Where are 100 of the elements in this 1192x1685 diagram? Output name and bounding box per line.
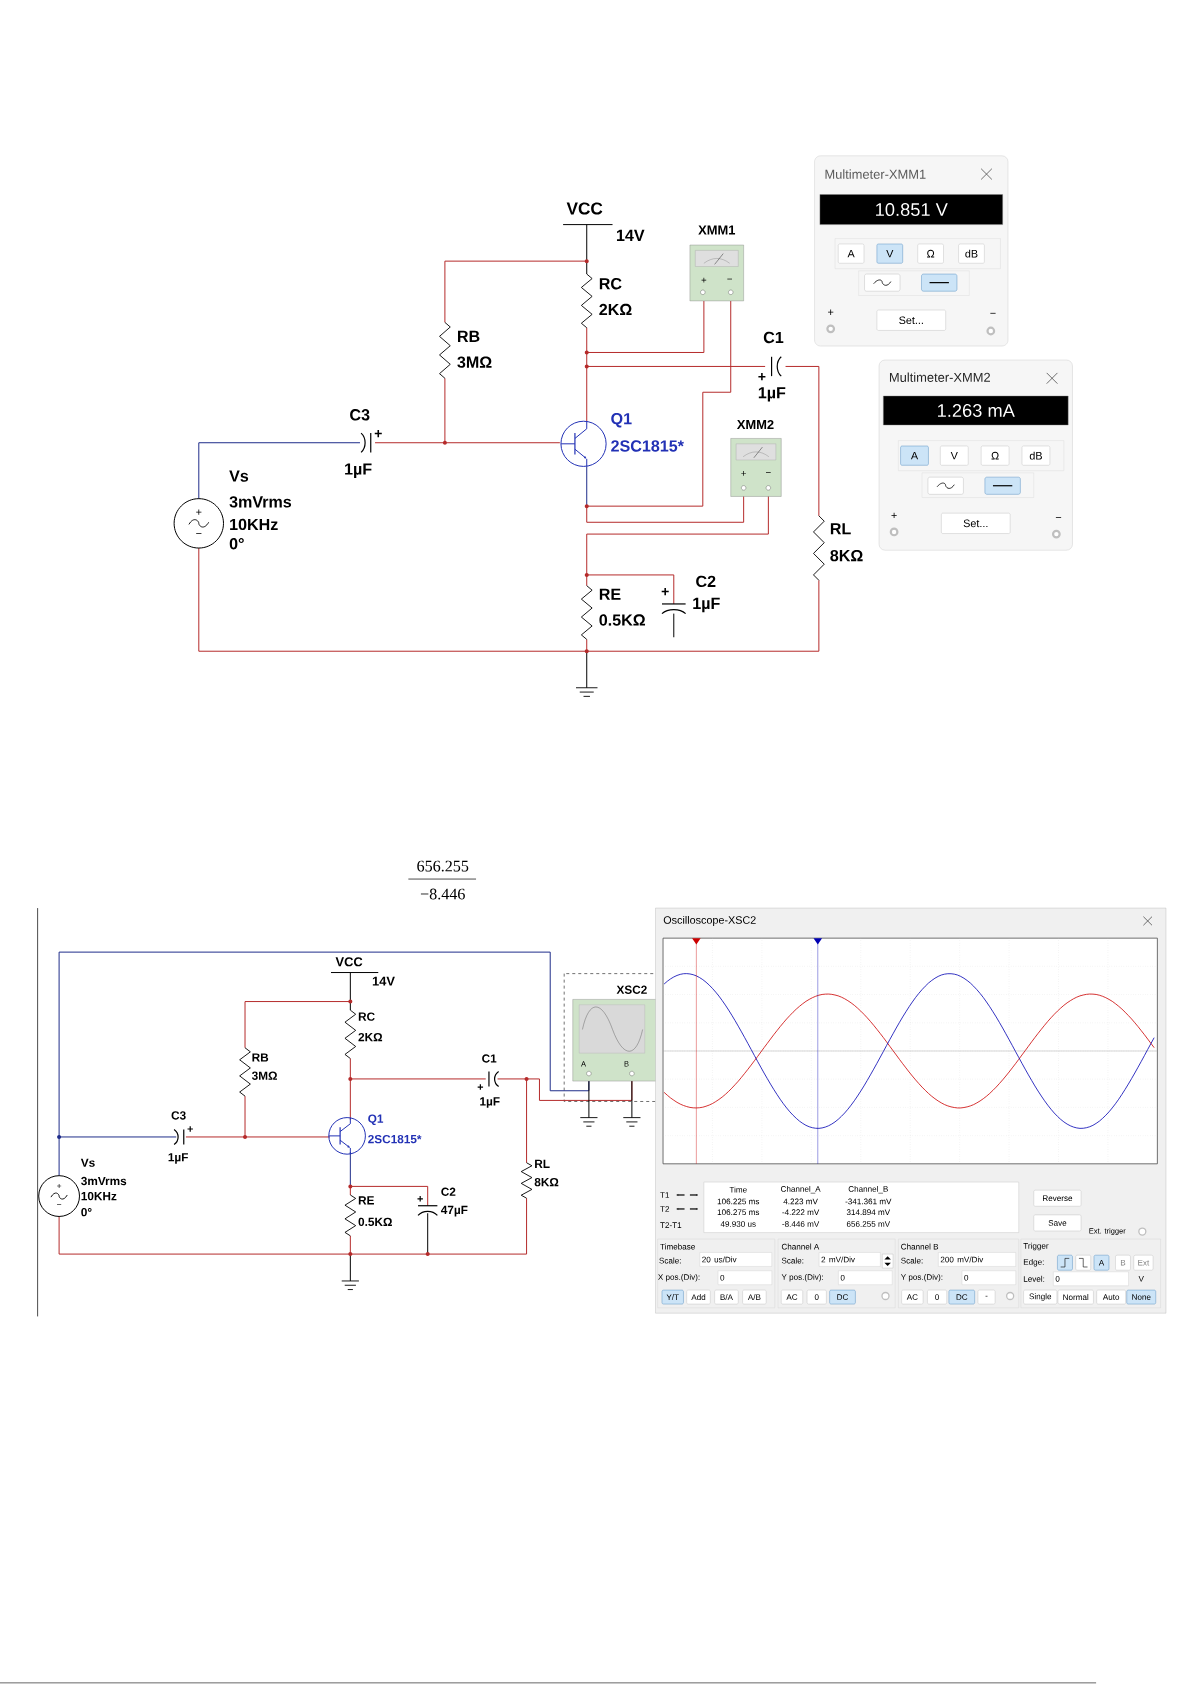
value-field: 0 [1053, 1271, 1129, 1286]
mode-button: A [900, 445, 929, 466]
panel-button: B/A [714, 1289, 739, 1305]
component-label: RB [458, 330, 480, 342]
terminal-sign: + [196, 509, 202, 515]
component-label: C3 [350, 409, 370, 421]
part-value: 2KΩ [599, 303, 632, 316]
panel-button: DC [829, 1289, 856, 1305]
table-cell: 106.225 ms [717, 1198, 760, 1205]
panel-button: Normal [1057, 1289, 1094, 1305]
part-value: 14V [617, 229, 645, 241]
panel-button: 0 [927, 1289, 948, 1305]
part-value: 0° [229, 538, 244, 550]
table-cell: 656.255 mV [847, 1221, 891, 1227]
section-title: Channel B [901, 1243, 939, 1250]
terminal-sign: + [701, 277, 707, 283]
part-value: 1µF [758, 387, 786, 402]
value-field: 200 mV/Div [938, 1252, 1017, 1267]
part-value: 3MΩ [457, 356, 492, 368]
panel-button: Save [1033, 1214, 1082, 1232]
value-field: 20 us/Div [699, 1252, 773, 1267]
component-label: RE [599, 588, 621, 600]
field-label: Scale: [781, 1257, 804, 1264]
panel-button: - [977, 1289, 996, 1305]
part-value: 1µF [345, 463, 372, 478]
polarity-sign: + [417, 1196, 423, 1202]
terminal-sign: + [57, 1183, 62, 1189]
field-label: Edge: [1024, 1258, 1044, 1267]
part-value: 10KHz [81, 1191, 117, 1201]
panel-button: Auto [1096, 1289, 1126, 1305]
table-cell: -341.361 mV [845, 1198, 892, 1205]
mode-button: A [838, 243, 865, 264]
table-cell: 4.223 mV [783, 1198, 818, 1205]
part-value: 3mVrms [81, 1176, 127, 1186]
instrument-label: XMM2 [737, 419, 774, 429]
instrument-label: XSC2 [616, 985, 647, 994]
panel-button: AC [901, 1289, 924, 1305]
field-label: Scale: [659, 1257, 681, 1264]
section-title: Channel A [782, 1243, 820, 1250]
component-label: Vs [81, 1158, 95, 1167]
field-label: X pos.(Div): [658, 1273, 700, 1282]
part-value: 0.5KΩ [358, 1217, 393, 1227]
part-value: 1µF [480, 1097, 500, 1108]
polarity-sign: + [661, 588, 669, 596]
value-field: 0 [717, 1270, 773, 1285]
table-header: Channel_B [848, 1185, 888, 1194]
terminal-sign: − [727, 278, 733, 280]
panel-button: Reverse [1033, 1189, 1082, 1207]
panel-button: DC [948, 1289, 975, 1305]
field-label: Level: [1024, 1275, 1045, 1282]
part-value: 2SC1815* [611, 440, 685, 452]
part-value: 3mVrms [229, 496, 292, 508]
panel-button: 0 [807, 1289, 827, 1305]
reading-display: 10.851 V [819, 194, 1003, 225]
reading-display: 1.263 mA [883, 395, 1069, 426]
component-label: RL [535, 1159, 550, 1168]
component-label: RC [599, 278, 622, 290]
component-label: VCC [566, 202, 603, 215]
terminal-sign: − [57, 1204, 62, 1205]
component-label: C1 [763, 331, 784, 344]
fraction-number: −8.446 [421, 888, 466, 900]
window-title: Oscilloscope-XSC2 [663, 915, 756, 926]
component-label: Q1 [368, 1114, 384, 1126]
part-value: 1µF [693, 597, 720, 613]
terminal-sign: + [828, 309, 834, 315]
terminal-sign: + [891, 512, 897, 518]
panel-button: B [1115, 1255, 1131, 1271]
set-button: Set... [941, 512, 1011, 534]
part-value: 3MΩ [252, 1071, 278, 1080]
instrument-label: XMM1 [698, 225, 736, 235]
component-label: RB [252, 1053, 269, 1062]
set-button: Set... [876, 309, 946, 331]
unit-label: V [1138, 1276, 1145, 1282]
mode-button: Ω [917, 243, 944, 264]
component-label: RC [358, 1012, 375, 1021]
polarity-sign: + [187, 1126, 194, 1132]
component-label: VCC [335, 957, 363, 967]
table-cell: 314.894 mV [846, 1209, 891, 1216]
component-label: Q1 [611, 413, 632, 428]
table-cell: -4.222 mV [782, 1209, 820, 1215]
terminal-sign: − [196, 533, 202, 534]
component-label: RE [358, 1196, 375, 1205]
value-field: 0 [961, 1270, 1017, 1285]
part-value: 0° [81, 1208, 92, 1217]
panel-button: A [1093, 1255, 1110, 1271]
terminal-sign: + [741, 471, 747, 476]
window-title: Multimeter-XMM2 [890, 372, 991, 382]
mode-button: V [940, 445, 969, 466]
mode-button: Ω [981, 445, 1010, 466]
panel-button: A/B [742, 1289, 767, 1305]
table-header: Time [729, 1186, 747, 1193]
table-cell: 106.275 ms [717, 1209, 760, 1216]
part-value: 2KΩ [358, 1032, 383, 1042]
panel-button: Single [1023, 1289, 1058, 1305]
polarity-sign: + [758, 373, 766, 381]
field-label: Scale: [901, 1257, 923, 1264]
cursor-label: T1 [660, 1192, 670, 1198]
mode-button: V [876, 243, 903, 264]
part-value: 47µF [441, 1205, 468, 1217]
component-label: C2 [696, 575, 716, 588]
